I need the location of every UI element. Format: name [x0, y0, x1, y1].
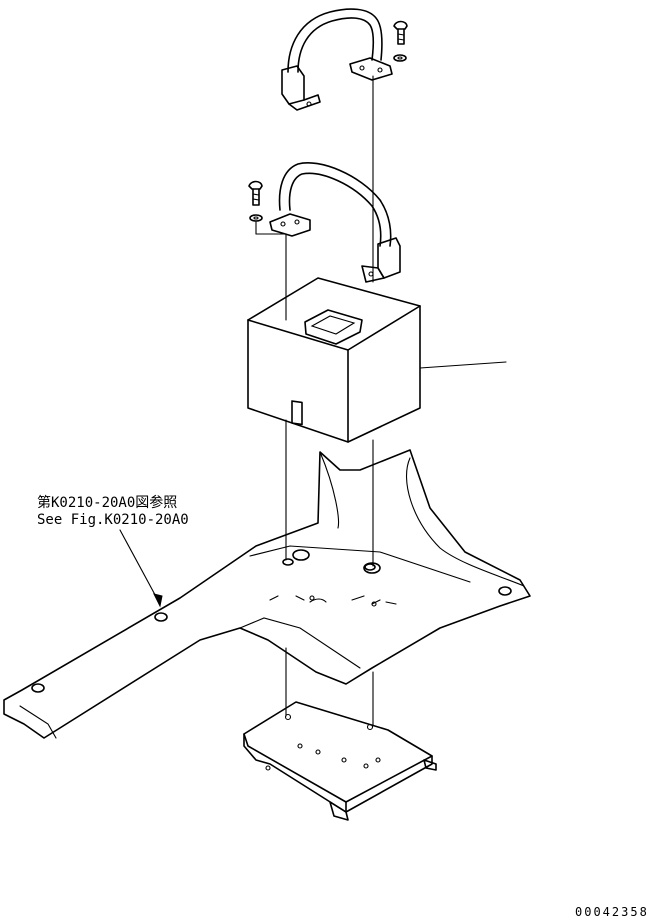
assembly-lines [255, 75, 374, 727]
upper-handrail [281, 8, 393, 111]
middle-handrail [269, 162, 401, 283]
drawing-code: 00042358 [575, 905, 649, 919]
tool-box [247, 277, 507, 443]
floor-plate [3, 449, 531, 739]
leader-arrow-icon [153, 593, 163, 608]
reference-line-jp: 第K0210-20A0図参照 [37, 494, 177, 511]
reference-leader: 第K0210-20A0図参照 See Fig.K0210-20A0 [37, 494, 189, 608]
bracket-plate [243, 701, 437, 821]
reference-line-en: See Fig.K0210-20A0 [37, 512, 189, 528]
bolt-middle [248, 180, 263, 222]
bolt-upper [393, 20, 408, 62]
